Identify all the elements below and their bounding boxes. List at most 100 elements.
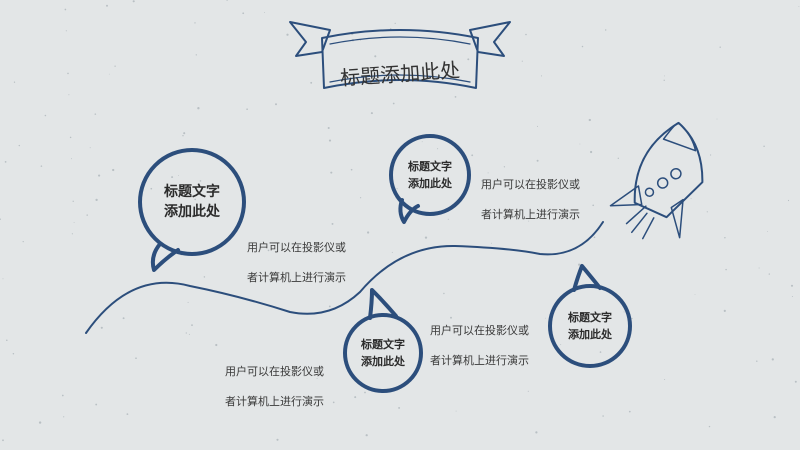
paper-speck [767, 231, 769, 232]
paper-speck [623, 311, 625, 313]
paper-speck [455, 410, 457, 412]
bubble-1-desc-line2: 者计算机上进行演示 [247, 271, 346, 284]
paper-speck [481, 179, 484, 182]
rocket-icon [609, 121, 704, 240]
paper-speck [114, 65, 116, 67]
paper-speck [22, 240, 24, 243]
paper-speck [135, 357, 137, 360]
paper-speck [73, 222, 75, 224]
paper-speck [61, 394, 64, 397]
bubble-2-heading-line2: 添加此处 [408, 177, 452, 190]
paper-speck [396, 188, 398, 190]
paper-speck [628, 410, 631, 413]
paper-speck [763, 145, 765, 147]
paper-speck [18, 144, 20, 147]
paper-speck [332, 401, 335, 404]
paper-speck [787, 199, 790, 202]
paper-speck [68, 94, 70, 96]
paper-speck [724, 236, 726, 239]
bubble-4-heading-line2: 添加此处 [568, 328, 612, 341]
paper-speck [69, 136, 72, 139]
paper-speck [540, 75, 543, 77]
paper-speck [100, 326, 103, 329]
paper-speck [13, 81, 16, 83]
paper-speck [536, 125, 539, 127]
paper-speck [194, 198, 197, 201]
paper-speck [581, 45, 584, 48]
paper-speck [771, 358, 774, 361]
paper-speck [708, 425, 711, 428]
paper-speck [12, 353, 15, 355]
paper-speck [589, 150, 593, 154]
paper-speck [95, 403, 98, 406]
bubble-4-desc-line1: 用户可以在投影仪或 [430, 324, 529, 337]
paper-speck [443, 292, 445, 295]
bubble-2 [389, 134, 471, 224]
paper-speck [38, 421, 42, 424]
bubble-1-heading-line1: 标题文字 [164, 184, 220, 200]
paper-speck [370, 112, 373, 115]
paper-speck [791, 295, 793, 298]
bubble-3 [343, 288, 423, 393]
paper-speck [199, 180, 202, 182]
paper-speck [487, 172, 489, 174]
paper-speck [191, 324, 193, 327]
paper-speck [44, 114, 47, 117]
paper-speck [391, 251, 393, 253]
paper-speck [503, 166, 506, 168]
paper-speck [65, 30, 67, 32]
paper-speck [394, 22, 396, 25]
paper-speck [588, 118, 591, 122]
paper-speck [560, 344, 562, 346]
paper-speck [4, 161, 7, 163]
paper-speck [617, 157, 619, 159]
bubble-2-desc-line1: 用户可以在投影仪或 [481, 178, 580, 191]
paper-speck [525, 33, 527, 36]
journey-path [85, 221, 604, 334]
bubble-1 [138, 148, 246, 272]
bubble-1-desc-line1: 用户可以在投影仪或 [247, 241, 346, 254]
paper-speck [330, 171, 333, 174]
paper-speck [182, 134, 184, 137]
paper-speck [421, 141, 423, 143]
bubble-2-heading: 标题文字 添加此处 [395, 158, 465, 192]
bubble-2-description: 用户可以在投影仪或 者计算机上进行演示 [481, 162, 580, 237]
paper-speck [719, 46, 721, 48]
paper-speck [447, 218, 449, 220]
bubble-3-heading: 标题文字 添加此处 [348, 336, 418, 370]
paper-speck [264, 11, 265, 13]
paper-speck [331, 222, 334, 225]
paper-speck [2, 439, 4, 442]
paper-speck [756, 360, 758, 362]
paper-speck [631, 317, 633, 320]
paper-speck [197, 107, 200, 110]
paper-speck [364, 391, 366, 394]
paper-speck [246, 108, 248, 111]
paper-speck [203, 276, 206, 278]
paper-speck [316, 377, 318, 379]
paper-speck [328, 305, 331, 308]
paper-speck [226, 0, 228, 1]
paper-speck [150, 187, 153, 190]
paper-speck [359, 197, 362, 199]
paper-speck [95, 198, 98, 202]
paper-speck [275, 103, 277, 106]
paper-speck [723, 309, 726, 312]
paper-speck [392, 102, 395, 105]
paper-speck [71, 158, 72, 160]
paper-speck [521, 60, 523, 62]
paper-speck [690, 198, 692, 200]
paper-speck [98, 174, 101, 177]
paper-speck [424, 236, 428, 239]
ribbon-banner-icon [289, 21, 511, 89]
paper-speck [171, 176, 174, 179]
paper-speck [366, 231, 370, 234]
bubble-3-desc-line2: 者计算机上进行演示 [225, 395, 324, 408]
paper-speck [544, 317, 546, 319]
paper-speck [467, 58, 470, 61]
paper-speck [498, 38, 500, 40]
bubble-1-description: 用户可以在投影仪或 者计算机上进行演示 [247, 225, 346, 300]
paper-speck [328, 139, 332, 142]
